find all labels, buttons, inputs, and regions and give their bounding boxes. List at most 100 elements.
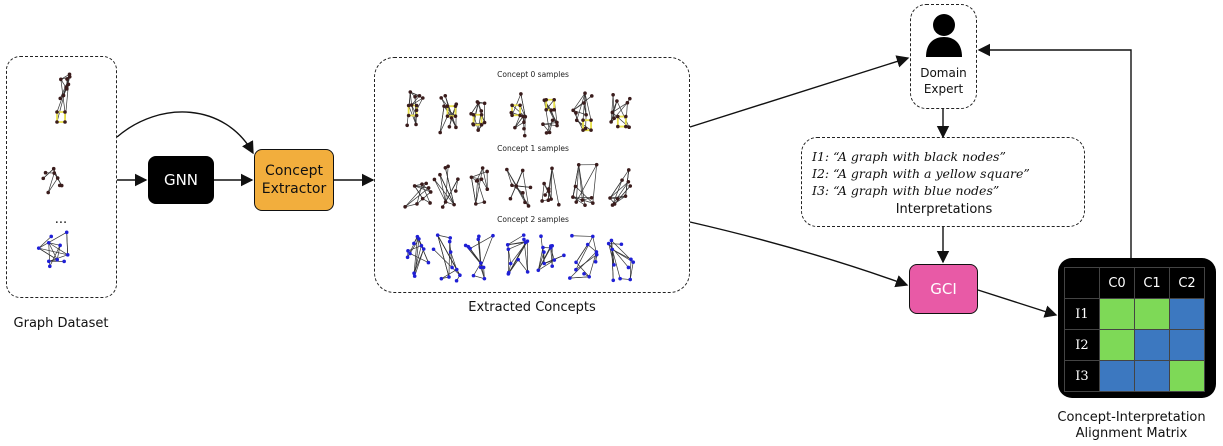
graph-node <box>478 265 483 270</box>
graph-node <box>36 246 41 250</box>
graph-edge <box>609 181 629 199</box>
graph-node <box>542 261 546 266</box>
graph-node <box>415 202 419 206</box>
graph-node <box>447 124 452 129</box>
graph-node <box>481 265 486 270</box>
graph-edge <box>469 248 482 264</box>
graph-node <box>608 196 612 200</box>
graph-node <box>55 176 60 180</box>
graph-edge <box>56 245 61 260</box>
graph-edge <box>569 251 597 279</box>
graph-edge <box>541 183 545 201</box>
graph-edge <box>612 181 629 206</box>
gnn-block[interactable]: GNN <box>148 156 214 204</box>
graph-edge <box>43 168 54 179</box>
graph-edge <box>481 179 488 190</box>
graph-node <box>408 251 412 256</box>
graph-node <box>453 104 458 108</box>
graph-edge <box>407 245 422 252</box>
matrix-cell <box>1169 329 1205 361</box>
graph-node <box>628 184 633 188</box>
graph-node <box>536 268 541 273</box>
graph-edge <box>612 179 623 206</box>
graph-edge <box>455 179 459 192</box>
graph-node <box>580 198 585 202</box>
graph-edge <box>608 243 615 265</box>
graph-edge <box>450 251 458 270</box>
graph-node <box>46 240 51 245</box>
graph-node <box>46 259 51 264</box>
graph-node <box>627 125 631 130</box>
graph-edge <box>405 203 418 208</box>
graph-node <box>562 253 566 258</box>
graph-node <box>403 205 407 209</box>
concept-2-label: Concept 2 samples <box>497 215 569 224</box>
domain-expert-box: Domain Expert <box>910 4 977 109</box>
graph-edge <box>439 174 446 203</box>
graph-node <box>508 196 513 201</box>
graph-edge <box>545 99 555 110</box>
graph-node <box>475 178 480 183</box>
graph-node <box>547 130 552 135</box>
graph-edge <box>437 235 450 278</box>
matrix-cell <box>1099 360 1135 392</box>
graph-node <box>471 273 476 278</box>
graph-node <box>557 202 561 207</box>
graph-node <box>421 96 425 100</box>
graph-node <box>518 113 522 118</box>
graph-edge <box>573 110 587 116</box>
graph-edge <box>482 167 488 190</box>
concept-extractor-block[interactable]: Concept Extractor <box>254 149 334 211</box>
graph-edge <box>66 232 69 255</box>
graph-node <box>549 197 553 201</box>
graph-node <box>426 260 431 265</box>
graph-node <box>584 112 588 117</box>
graph-edge <box>575 254 597 270</box>
graph-node <box>568 276 572 280</box>
graph-edge <box>477 180 485 203</box>
graph-node <box>48 264 52 269</box>
graph-node <box>616 124 620 129</box>
graph-node <box>62 259 66 264</box>
graph-node <box>505 242 510 247</box>
graph-node <box>620 178 624 182</box>
interpretations-box: I1: “A graph with black nodes” I2: “A gr… <box>801 137 1085 227</box>
graph-node <box>552 97 556 102</box>
graph-node <box>541 122 545 126</box>
graph-edge <box>612 100 618 113</box>
graph-node <box>574 118 579 123</box>
graph-edge <box>514 115 521 128</box>
graph-edge <box>546 120 553 134</box>
graph-node <box>516 257 520 262</box>
matrix-cell <box>1134 298 1170 330</box>
graph-node <box>522 237 526 242</box>
graph-edge <box>38 247 58 261</box>
extracted-concepts-caption: Extracted Concepts <box>468 300 596 315</box>
graph-dataset-box: ... <box>6 56 117 298</box>
graph-node <box>46 190 51 195</box>
graph-edge <box>572 186 576 198</box>
graph-node <box>610 110 615 115</box>
graph-node <box>454 267 459 272</box>
graph-edge <box>439 116 448 133</box>
graph-edge <box>47 172 55 193</box>
graph-edge <box>470 102 479 115</box>
interpretations-caption: Interpretations <box>895 202 993 217</box>
graph-node <box>619 242 624 247</box>
graph-node <box>540 199 544 203</box>
graph-node <box>626 265 631 270</box>
gnn-label: GNN <box>163 171 199 189</box>
matrix-row-header: I3 <box>1064 360 1100 392</box>
graph-node <box>594 250 599 254</box>
graph-node <box>521 191 525 195</box>
graph-node <box>521 233 526 237</box>
graph-node <box>628 96 632 101</box>
graph-edge <box>439 174 455 205</box>
graph-node <box>526 204 531 208</box>
graph-node <box>65 77 69 81</box>
gci-block[interactable]: GCI <box>909 264 978 314</box>
graph-node <box>58 243 62 248</box>
graph-edge <box>514 116 524 128</box>
graph-edge <box>506 169 513 186</box>
graph-node <box>406 249 410 253</box>
